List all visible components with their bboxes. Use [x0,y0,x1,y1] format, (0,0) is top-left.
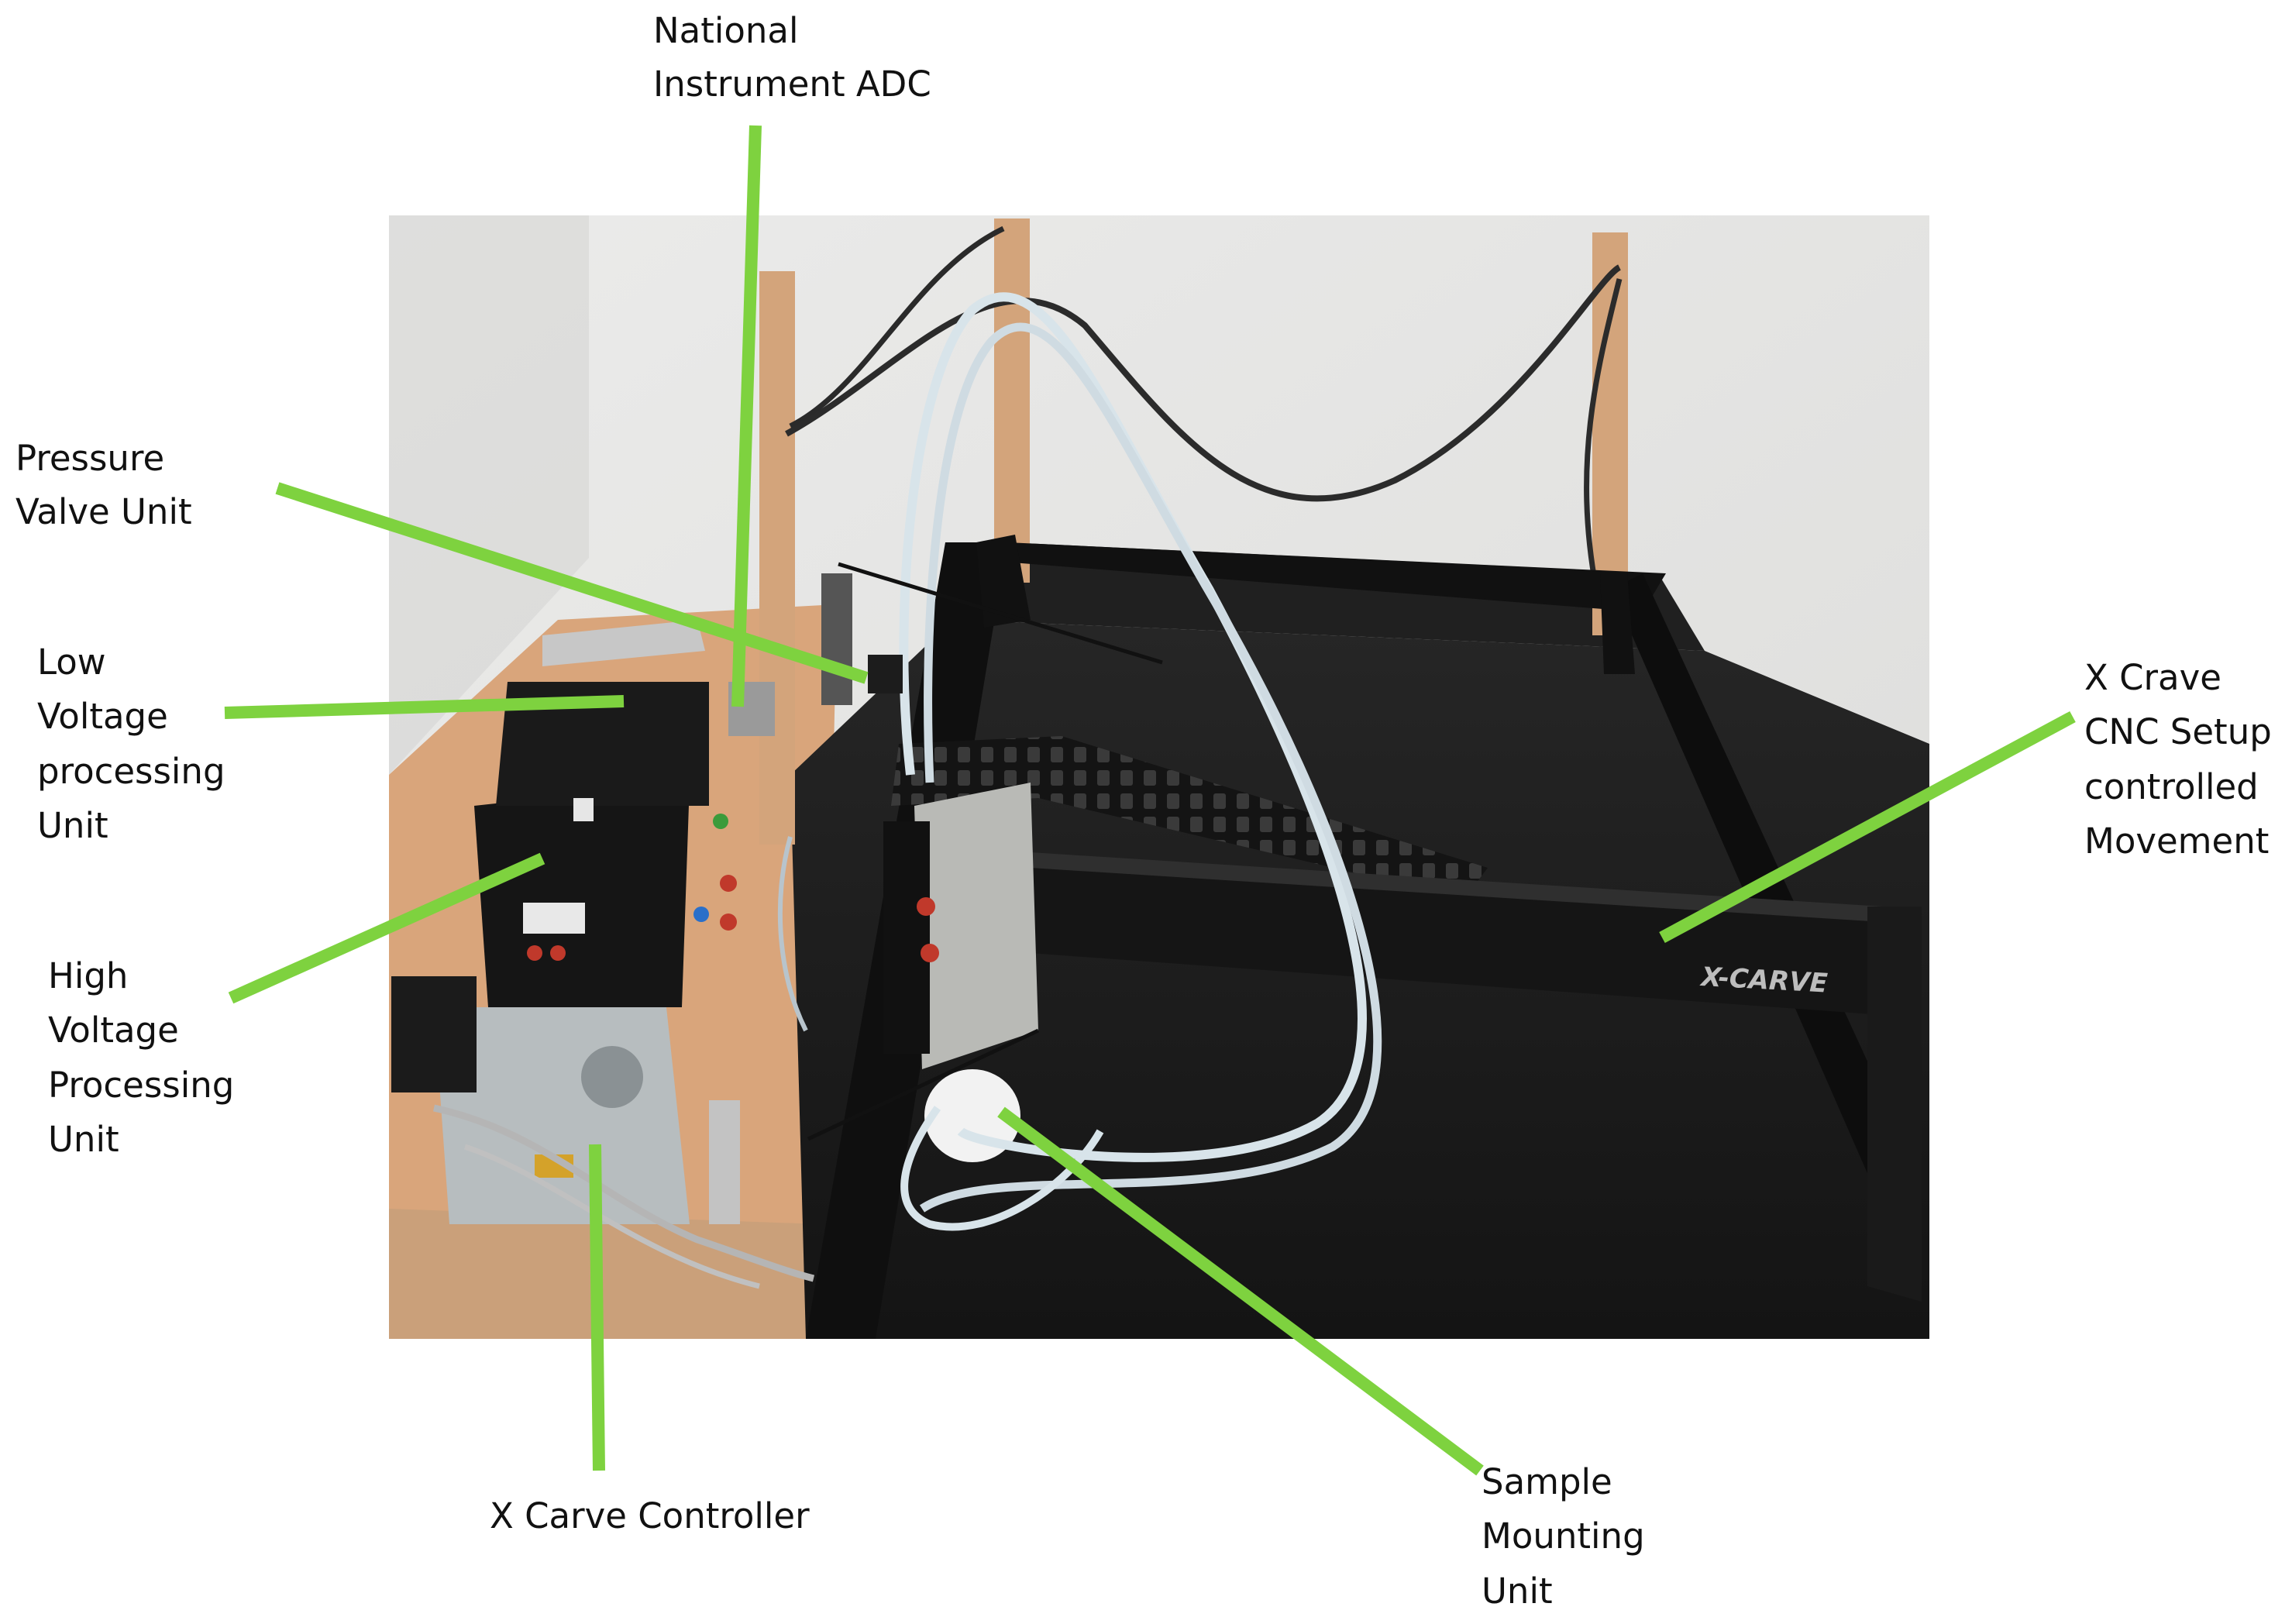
leader-line-adc [731,125,762,707]
pressure-valve [868,655,903,693]
cnc-gantry [1031,860,1883,1015]
label-sample-mounting-unit: Sample Mounting Unit [1482,1461,1645,1612]
wooden-upright-left [759,271,795,845]
leader-lines [224,125,2076,1476]
label-pressure-line-2: Valve Unit [15,491,192,532]
label-high-line-3: Processing [48,1065,234,1106]
label-adc-line-2: Instrument ADC [653,64,931,105]
red-terminal-1 [720,875,737,892]
label-low-voltage-unit: Low Voltage processing Unit [37,642,225,846]
label-adc-line-1: National [653,10,799,51]
wiring-bundle-3 [777,836,808,1032]
cnc-right-post [1600,573,1635,674]
label-high-line-1: High [48,955,128,996]
label-sample-line-1: Sample [1482,1461,1612,1502]
cnc-gantry-right-plate [1867,907,1922,1302]
leader-line-x-carve-controller [589,1144,605,1471]
cable-right [1584,278,1623,590]
red-connector-1 [917,897,935,916]
wooden-base-edge [389,1209,821,1339]
label-low-line-4: Unit [37,805,108,846]
high-voltage-box-panel [523,903,585,934]
label-low-line-1: Low [37,642,106,683]
cable-main [785,264,1622,502]
red-knob-1 [527,945,542,961]
tubing-loop-3 [900,1106,1104,1231]
cnc-left-post [976,535,1031,628]
label-high-line-2: Voltage [48,1010,179,1051]
leader-line-x-crave-cnc [1659,710,2076,944]
label-low-line-2: Voltage [37,696,168,737]
cnc-right-rail [1612,573,1914,1209]
wooden-upright-right [1592,232,1628,635]
label-cnc-line-2: CNC Setup [2084,711,2272,752]
label-x-crave-cnc: X Crave CNC Setup controlled Movement [2084,657,2272,862]
label-high-line-4: Unit [48,1119,119,1160]
leader-line-low-voltage [224,695,625,719]
sample-mount-plate [914,783,1038,1069]
red-terminal-2 [720,914,737,931]
cnc-gantry-top [1031,852,1883,922]
label-pressure-valve-unit: Pressure Valve Unit [15,438,192,532]
leader-line-high-voltage [228,852,545,1004]
label-x-carve-controller: X Carve Controller [490,1495,810,1536]
tubing-loop-2 [919,322,1382,1213]
label-cnc-line-1: X Crave [2084,657,2221,698]
red-knob-2 [550,945,566,961]
label-controller-line-1: X Carve Controller [490,1495,810,1536]
red-connector-2 [921,944,939,962]
label-cnc-line-4: Movement [2084,821,2269,862]
label-national-instrument-adc: National Instrument ADC [653,10,931,105]
leader-line-pressure-valve [275,482,869,684]
pointer-line-rail [838,562,1163,665]
wooden-upright-middle [994,218,1030,583]
label-pressure-line-1: Pressure [15,438,164,479]
low-voltage-box-switch [573,798,594,821]
setup-photo: X-CARVE [389,215,1929,1339]
pointer-line-mount [807,1028,1040,1141]
cable-left [789,225,1005,429]
black-relay-box [391,976,477,1092]
label-sample-line-2: Mounting [1482,1516,1645,1557]
leader-line-sample-mounting [997,1106,1484,1476]
blue-terminal [693,907,709,922]
power-supply-fan [581,1046,643,1108]
grey-cylinder [709,1100,740,1224]
label-high-voltage-unit: High Voltage Processing Unit [48,955,234,1160]
cnc-rear-rail [953,542,1666,612]
label-cnc-line-3: controlled [2084,766,2259,807]
valve-mount [821,573,852,705]
low-voltage-box [496,682,709,806]
green-terminal [713,814,728,829]
gantry-brand-text: X-CARVE [1699,962,1829,1000]
wiring-bundle [433,1104,815,1282]
label-sample-line-3: Unit [1482,1571,1553,1612]
wall-corner-shadow [389,215,589,775]
mount-bracket [883,821,930,1054]
label-low-line-3: processing [37,751,225,792]
shelf-papers [542,620,705,666]
